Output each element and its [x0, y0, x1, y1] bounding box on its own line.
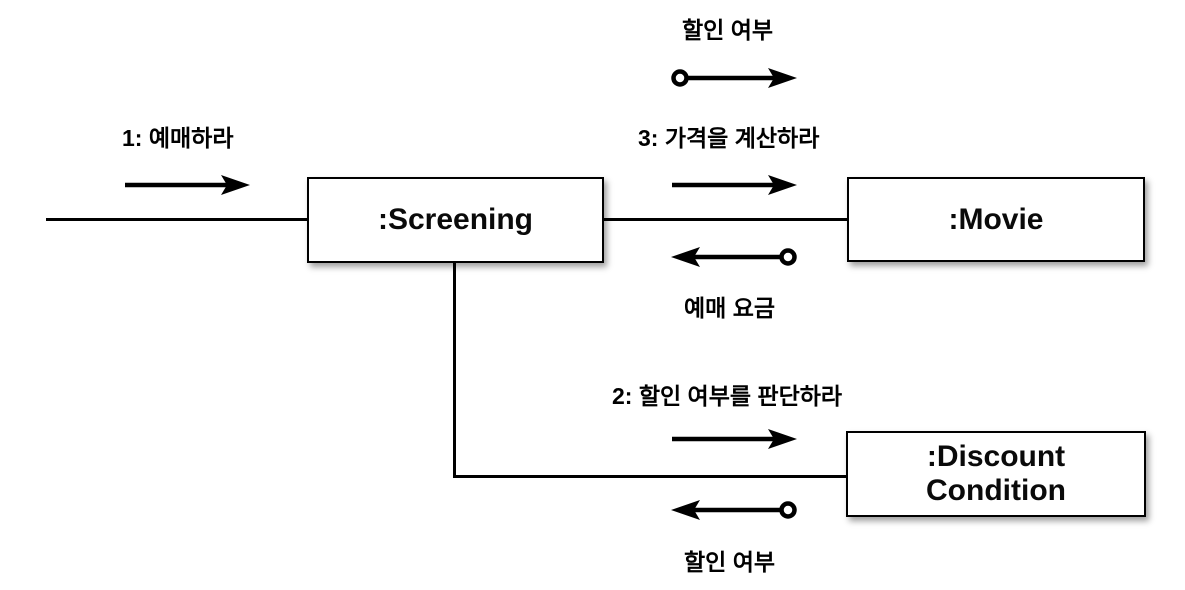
message-1-label: 1: 예매하라: [122, 125, 234, 151]
data-flow-discount-result-label: 할인 여부: [684, 549, 776, 575]
message-3-arrow-right-icon: [672, 175, 797, 195]
message-3-label: 3: 가격을 계산하라: [638, 125, 820, 151]
data-flow-arrow-left-circle-tail-icon: [671, 247, 797, 267]
link-line-actor-screening: [46, 218, 307, 221]
data-flow-arrow-left-circle-tail-icon: [671, 500, 797, 520]
object-box-movie: :Movie: [847, 177, 1145, 262]
object-box-discount-condition: :Discount Condition: [846, 431, 1146, 517]
message-1-arrow-right-icon: [125, 175, 250, 195]
link-line-screening-discount: [453, 475, 846, 478]
link-line-screening-movie: [604, 218, 847, 221]
message-2-label: 2: 할인 여부를 판단하라: [612, 383, 843, 409]
object-label-movie: :Movie: [948, 202, 1044, 236]
data-flow-arrow-right-circle-tail-icon: [671, 68, 797, 88]
object-label-discount-condition: :Discount Condition: [926, 440, 1066, 507]
data-flow-discount-query-label: 할인 여부: [682, 17, 774, 43]
object-label-screening: :Screening: [377, 203, 534, 237]
object-box-screening: :Screening: [307, 177, 604, 263]
message-2-arrow-right-icon: [672, 429, 797, 449]
link-line-screening-vertical: [453, 263, 456, 476]
data-flow-reservation-fee-label: 예매 요금: [684, 295, 776, 321]
